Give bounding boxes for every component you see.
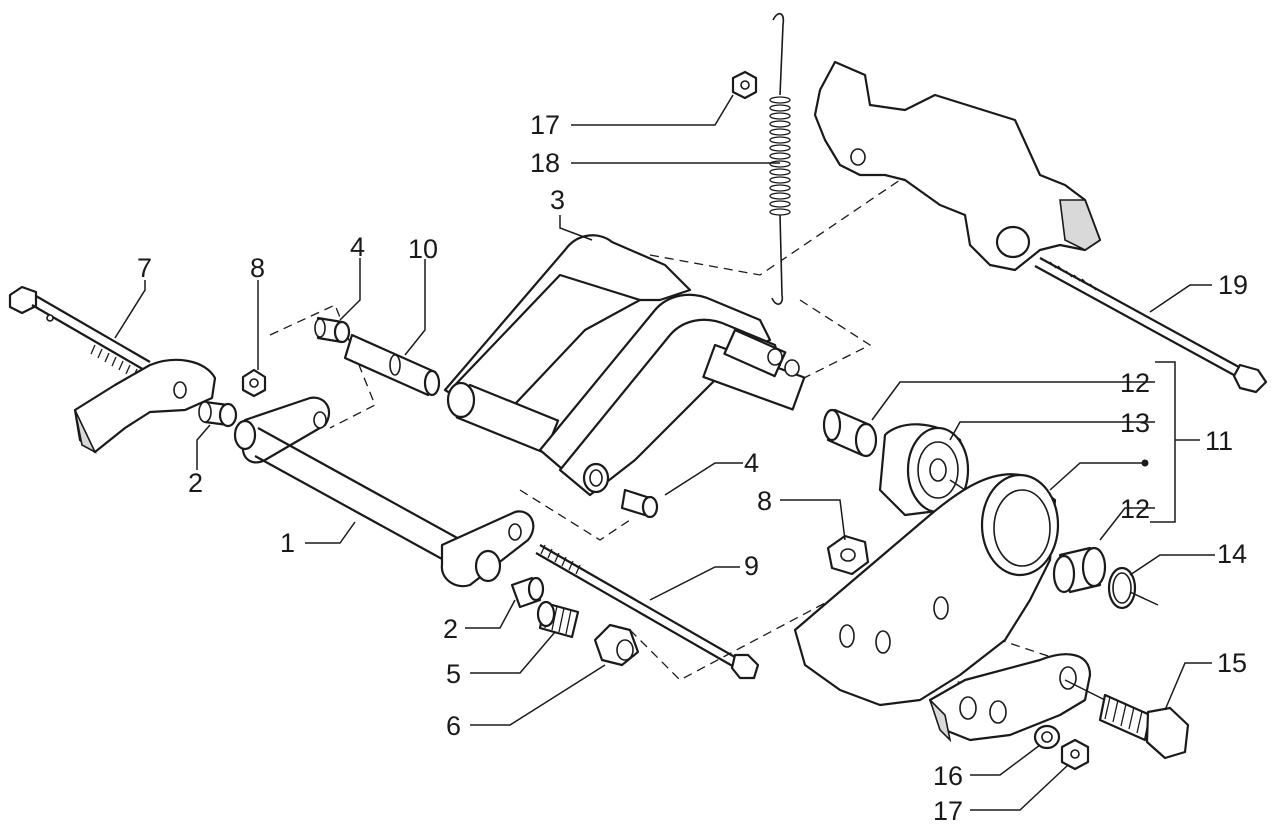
callout-4-left: 4 bbox=[350, 232, 365, 262]
left-bolt bbox=[8, 285, 151, 379]
callout-2-left: 2 bbox=[188, 468, 203, 498]
lower-link-plate bbox=[928, 653, 1092, 743]
bushing-left bbox=[198, 400, 238, 428]
small-nut-bottom bbox=[1060, 738, 1090, 771]
callout-13: 13 bbox=[1120, 408, 1150, 438]
callout-8-left: 8 bbox=[250, 253, 265, 283]
group-bracket bbox=[1141, 361, 1200, 523]
callout-labels: 17 18 3 19 12 13 11 12 14 15 16 17 8 9 4… bbox=[137, 110, 1248, 826]
bushing-lower-center bbox=[620, 488, 659, 519]
bushing-upper-left bbox=[314, 316, 351, 344]
callout-2-lower: 2 bbox=[443, 614, 458, 644]
callout-19: 19 bbox=[1218, 270, 1248, 300]
bushing-shaft bbox=[510, 576, 545, 609]
callout-17-bottom: 17 bbox=[933, 796, 963, 826]
threaded-spacer bbox=[536, 600, 580, 639]
nut-left bbox=[241, 368, 267, 398]
callout-10: 10 bbox=[408, 234, 438, 264]
leader-lines bbox=[114, 94, 1215, 811]
callout-12-lower: 12 bbox=[1120, 494, 1150, 524]
bushing-upper bbox=[822, 408, 878, 458]
frame-bracket bbox=[813, 60, 1102, 272]
circlip bbox=[1107, 566, 1137, 610]
tension-spring bbox=[769, 12, 791, 305]
callout-9: 9 bbox=[744, 551, 759, 581]
callout-18: 18 bbox=[530, 148, 560, 178]
callout-11: 11 bbox=[1205, 426, 1233, 456]
long-bolt bbox=[1034, 257, 1268, 394]
callout-1: 1 bbox=[280, 528, 295, 558]
washer bbox=[1033, 724, 1061, 750]
spacer-tube bbox=[343, 333, 441, 397]
nut-right bbox=[826, 534, 870, 576]
callout-12-upper: 12 bbox=[1120, 368, 1150, 398]
hex-bolt bbox=[1064, 679, 1190, 760]
small-nut-top bbox=[731, 70, 758, 100]
lower-bracket-plate bbox=[793, 473, 1060, 707]
main-shaft bbox=[233, 396, 535, 588]
swing-arm bbox=[443, 234, 806, 497]
circlip-axis bbox=[1129, 591, 1159, 606]
bushing-lower bbox=[1052, 546, 1107, 594]
hex-nut bbox=[593, 623, 640, 667]
callout-7: 7 bbox=[137, 253, 152, 283]
callout-8-right: 8 bbox=[757, 486, 772, 516]
callout-17-top: 17 bbox=[530, 110, 560, 140]
shaft-bolt bbox=[535, 544, 760, 680]
left-mount-bracket bbox=[73, 358, 217, 454]
callout-15: 15 bbox=[1217, 648, 1247, 678]
callout-3: 3 bbox=[550, 185, 565, 215]
callout-14: 14 bbox=[1217, 539, 1247, 569]
callout-4-right: 4 bbox=[744, 448, 759, 478]
callout-6: 6 bbox=[446, 711, 461, 741]
callout-5: 5 bbox=[446, 659, 461, 689]
callout-16: 16 bbox=[933, 761, 963, 791]
